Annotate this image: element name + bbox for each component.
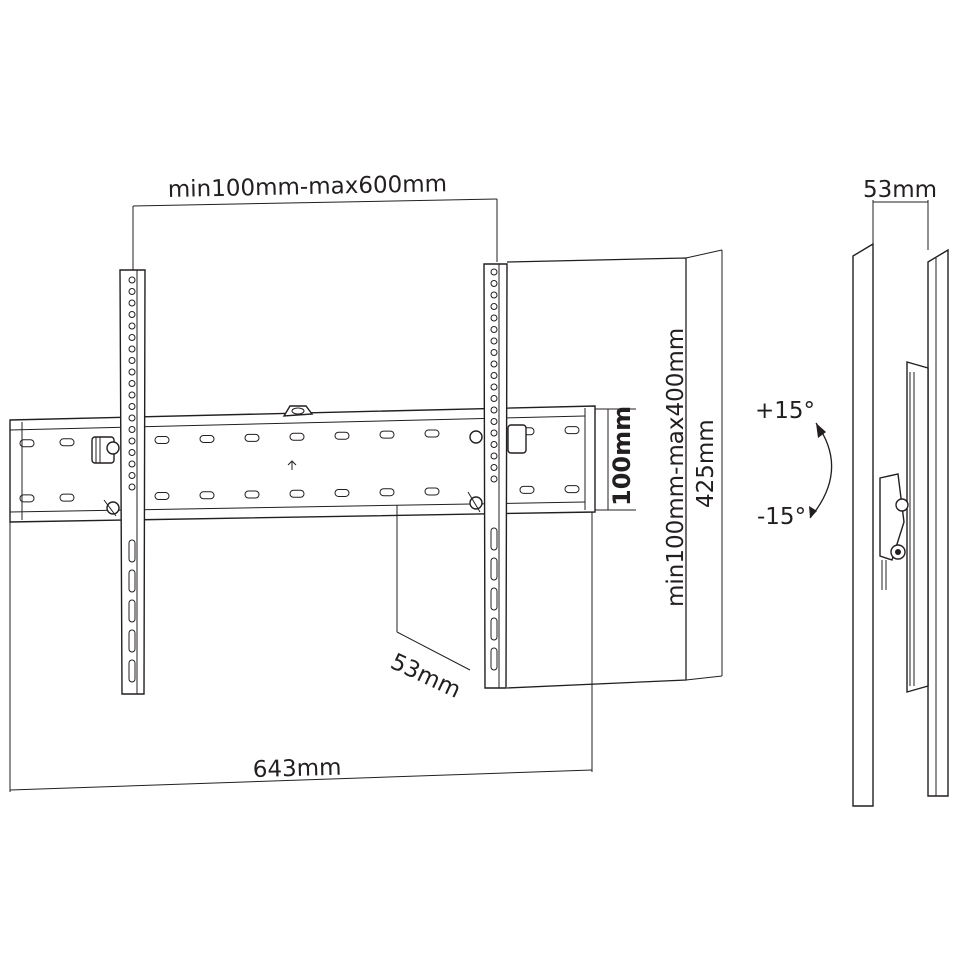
bracket-slot	[490, 557, 498, 581]
front-depth-dimension: 53mm	[386, 505, 471, 704]
bracket-hole	[490, 291, 498, 299]
bracket-hole	[490, 383, 498, 391]
rail-slot	[199, 491, 215, 500]
total-width-label: 643mm	[252, 755, 341, 783]
rail-slot	[244, 490, 260, 499]
left-vertical-bracket	[91, 269, 146, 695]
tv-panel	[927, 248, 949, 797]
bracket-slot	[128, 569, 136, 593]
bracket-slot	[490, 527, 498, 551]
rail-slot	[379, 430, 395, 439]
bracket-slot	[128, 539, 136, 563]
rail-slot	[19, 439, 35, 448]
bracket-hole	[128, 414, 136, 422]
bracket-hole	[490, 372, 498, 379]
tilt-indicator: +15° -15°	[755, 398, 833, 530]
rail-height-label: 100mm	[608, 406, 636, 506]
bracket-hole	[490, 395, 498, 402]
bracket-hole	[490, 326, 498, 333]
rail-slot	[289, 489, 305, 498]
rail-slots	[19, 426, 580, 503]
rail-slot	[154, 492, 170, 501]
side-depth-label: 53mm	[863, 177, 937, 203]
bracket-hole	[490, 337, 498, 345]
bracket-hole	[128, 276, 136, 284]
right-bracket-holes	[490, 268, 498, 671]
total-height-label: 425mm	[693, 419, 719, 508]
rail-slot	[59, 493, 75, 502]
tv-height-dimensions: min100mm-max400mm 425mm	[506, 249, 723, 689]
rail-slot	[564, 485, 580, 494]
bracket-hole	[128, 299, 136, 307]
rail-height-dimension: 100mm	[595, 406, 636, 511]
vesa-width-dimension: min100mm-max600mm	[132, 171, 498, 270]
bracket-hole	[128, 334, 136, 341]
rail-slot	[379, 488, 395, 497]
bracket-hole	[490, 280, 498, 287]
bracket-hole	[490, 452, 498, 460]
vesa-height-label: min100mm-max400mm	[663, 328, 689, 607]
bracket-hole	[490, 360, 498, 368]
tilt-up-label: +15°	[755, 398, 815, 424]
bracket-hole	[490, 464, 498, 471]
rail-slot	[289, 432, 305, 441]
rail-slot	[334, 488, 350, 497]
rail-slot	[519, 485, 535, 494]
bracket-hole	[490, 314, 498, 322]
bracket-slot	[490, 647, 498, 671]
bracket-hole	[128, 380, 136, 387]
bracket-hole	[490, 418, 498, 425]
bracket-hole	[128, 345, 136, 353]
bracket-hole	[128, 403, 136, 410]
bracket-hole	[490, 475, 498, 483]
bracket-hole	[490, 441, 498, 448]
bracket-hole	[128, 357, 136, 364]
bracket-hole	[128, 391, 136, 399]
bracket-slot	[128, 599, 136, 623]
bracket-hole	[490, 268, 498, 276]
bracket-hole	[128, 322, 136, 330]
wall-plate	[852, 242, 874, 807]
bracket-hole	[490, 429, 498, 437]
bracket-hole	[490, 406, 498, 414]
total-width-dimension: 643mm	[9, 512, 593, 792]
bracket-slot	[128, 629, 136, 653]
bracket-slot	[490, 587, 498, 611]
rail-slot	[424, 487, 440, 496]
bracket-hole	[128, 426, 136, 433]
bracket-hole	[490, 303, 498, 310]
side-view: 53mm +15° -15°	[755, 177, 949, 807]
rail-slot	[334, 431, 350, 440]
front-depth-label: 53mm	[386, 649, 464, 704]
bracket-hole	[128, 311, 136, 318]
bracket-hole	[490, 349, 498, 356]
bracket-hole	[128, 368, 136, 376]
rail-slot	[19, 494, 35, 503]
rail-slot	[199, 434, 215, 443]
rail-slot	[564, 426, 580, 435]
rail-slot	[244, 433, 260, 442]
bracket-hole	[128, 437, 136, 445]
front-view: min100mm-max600mm 100mm min100mm-max400m…	[9, 171, 723, 792]
bracket-hole	[128, 449, 136, 456]
bracket-slot	[128, 659, 136, 683]
left-bracket-holes	[128, 276, 136, 683]
vesa-width-label: min100mm-max600mm	[168, 171, 448, 203]
bracket-slot	[490, 617, 498, 641]
rail-slot	[424, 429, 440, 438]
bracket-hole	[128, 483, 136, 491]
rail-slot	[59, 438, 75, 447]
bracket-hole	[128, 472, 136, 479]
bracket-hole	[128, 460, 136, 468]
rail-slot	[154, 436, 170, 445]
bracket-hole	[128, 288, 136, 295]
tilt-down-label: -15°	[757, 504, 806, 530]
